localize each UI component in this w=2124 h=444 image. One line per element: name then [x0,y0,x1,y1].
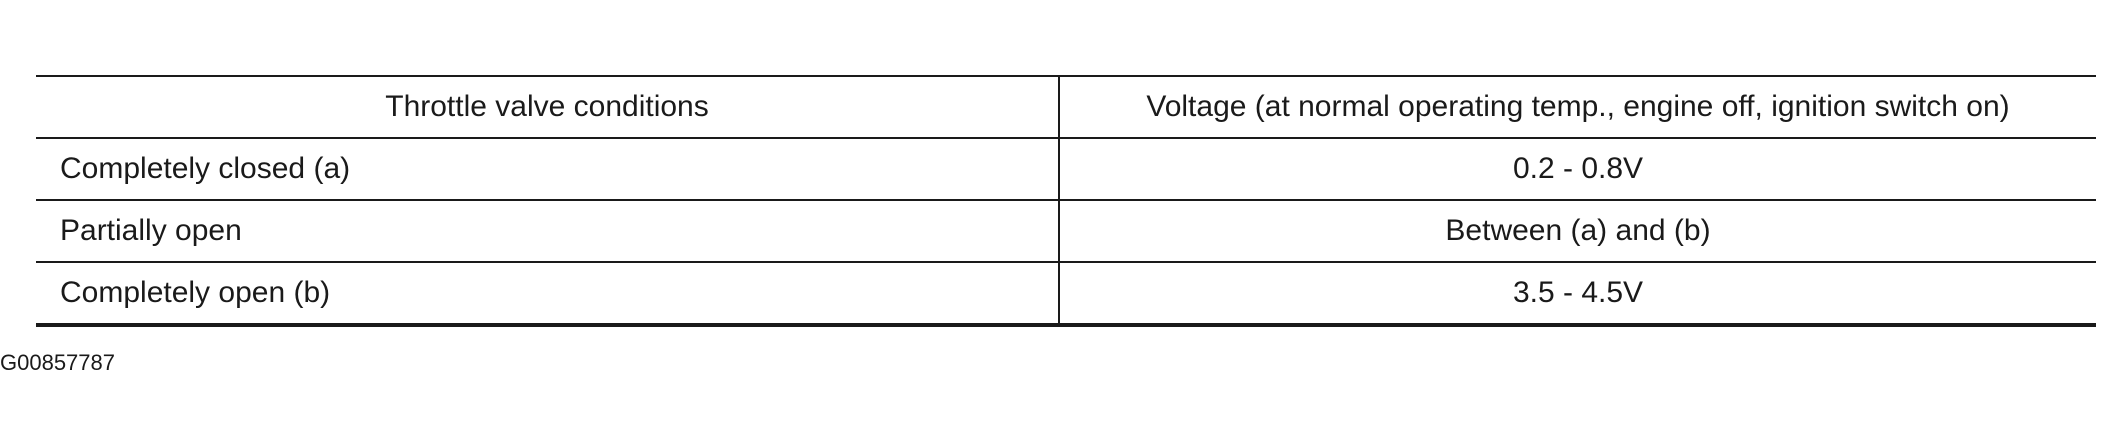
table-row: Completely closed (a) 0.2 - 0.8V [36,137,2096,200]
table-row: Completely open (b) 3.5 - 4.5V [36,261,2096,325]
table-row: Partially open Between (a) and (b) [36,199,2096,262]
header-voltage: Voltage (at normal operating temp., engi… [1059,75,2096,138]
condition-cell: Completely closed (a) [36,137,1060,200]
figure-id: G00857787 [0,350,115,375]
condition-cell: Completely open (b) [36,261,1060,325]
condition-cell: Partially open [36,199,1060,262]
voltage-cell: 3.5 - 4.5V [1059,261,2096,325]
header-throttle-valve-conditions: Throttle valve conditions [36,75,1060,138]
throttle-voltage-table: Throttle valve conditions Voltage (at no… [36,75,2096,327]
voltage-cell: Between (a) and (b) [1059,199,2096,262]
voltage-cell: 0.2 - 0.8V [1059,137,2096,200]
table-header-row: Throttle valve conditions Voltage (at no… [36,75,2096,138]
